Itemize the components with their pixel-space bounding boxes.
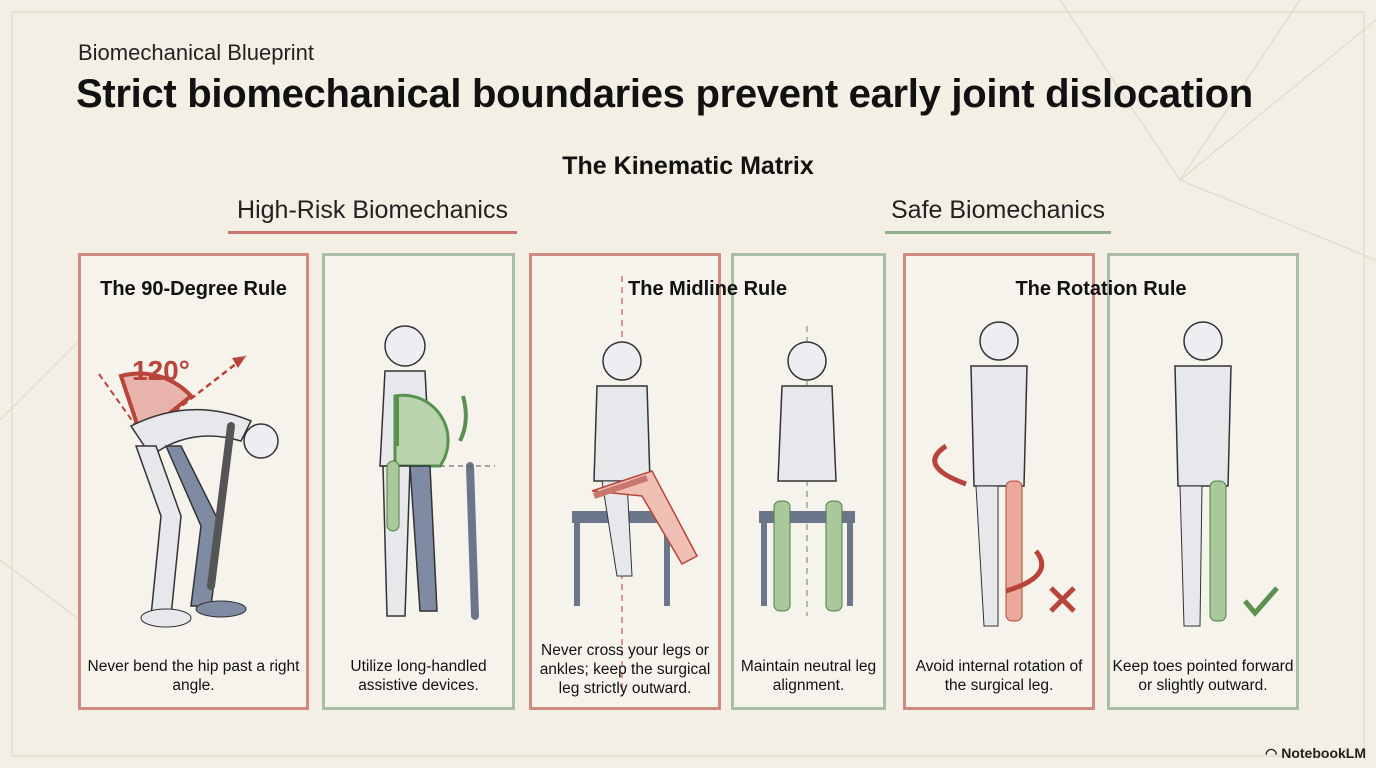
bending-figure-illustration (98, 355, 279, 628)
eyebrow: Biomechanical Blueprint (78, 40, 315, 65)
panel-midline-risk: Never cross your legs or ankles; keep th… (529, 253, 721, 710)
angle-label: 120° (132, 355, 190, 386)
brand-logo: ◠ NotebookLM (1265, 745, 1366, 761)
rule-title-midline: The Midline Rule (628, 278, 787, 300)
caption-rotation-safe: Keep toes pointed forward or slightly ou… (1112, 658, 1294, 694)
rule-title-rotation: The Rotation Rule (1015, 278, 1187, 300)
caption-90-degree-risk: Never bend the hip past a right angle. (87, 658, 300, 694)
x-mark-icon (1049, 586, 1076, 613)
panel-90-degree-safe: Utilize long-handled assistive devices. (322, 253, 515, 710)
neutral-seated-illustration (759, 326, 855, 616)
panel-rotation-risk: Avoid internal rotation of the surgical … (903, 253, 1095, 710)
panel-rotation-safe: Keep toes pointed forward or slightly ou… (1107, 253, 1299, 710)
notebooklm-icon: ◠ (1265, 745, 1282, 761)
section-high-risk: High-Risk Biomechanics (228, 196, 517, 234)
internal-rotation-illustration (932, 321, 1076, 627)
neutral-standing-illustration (1174, 321, 1279, 627)
rule-title-90-degree: The 90-Degree Rule (100, 278, 287, 300)
panel-90-degree-risk: Never bend the hip past a right angle. (78, 253, 309, 710)
check-mark-icon (1243, 586, 1279, 617)
section-safe: Safe Biomechanics (885, 196, 1111, 234)
matrix-title: The Kinematic Matrix (562, 152, 814, 180)
caption-90-degree-safe: Utilize long-handled assistive devices. (350, 658, 487, 694)
caption-rotation-risk: Avoid internal rotation of the surgical … (915, 658, 1083, 694)
caption-midline-risk: Never cross your legs or ankles; keep th… (539, 642, 711, 697)
page-title: Strict biomechanical boundaries prevent … (76, 72, 1253, 116)
caption-midline-safe: Maintain neutral leg alignment. (740, 658, 877, 694)
panel-midline-safe: Maintain neutral leg alignment. (731, 253, 886, 710)
standing-with-grabber-illustration (379, 325, 495, 620)
crossed-legs-seated-illustration (572, 276, 699, 696)
